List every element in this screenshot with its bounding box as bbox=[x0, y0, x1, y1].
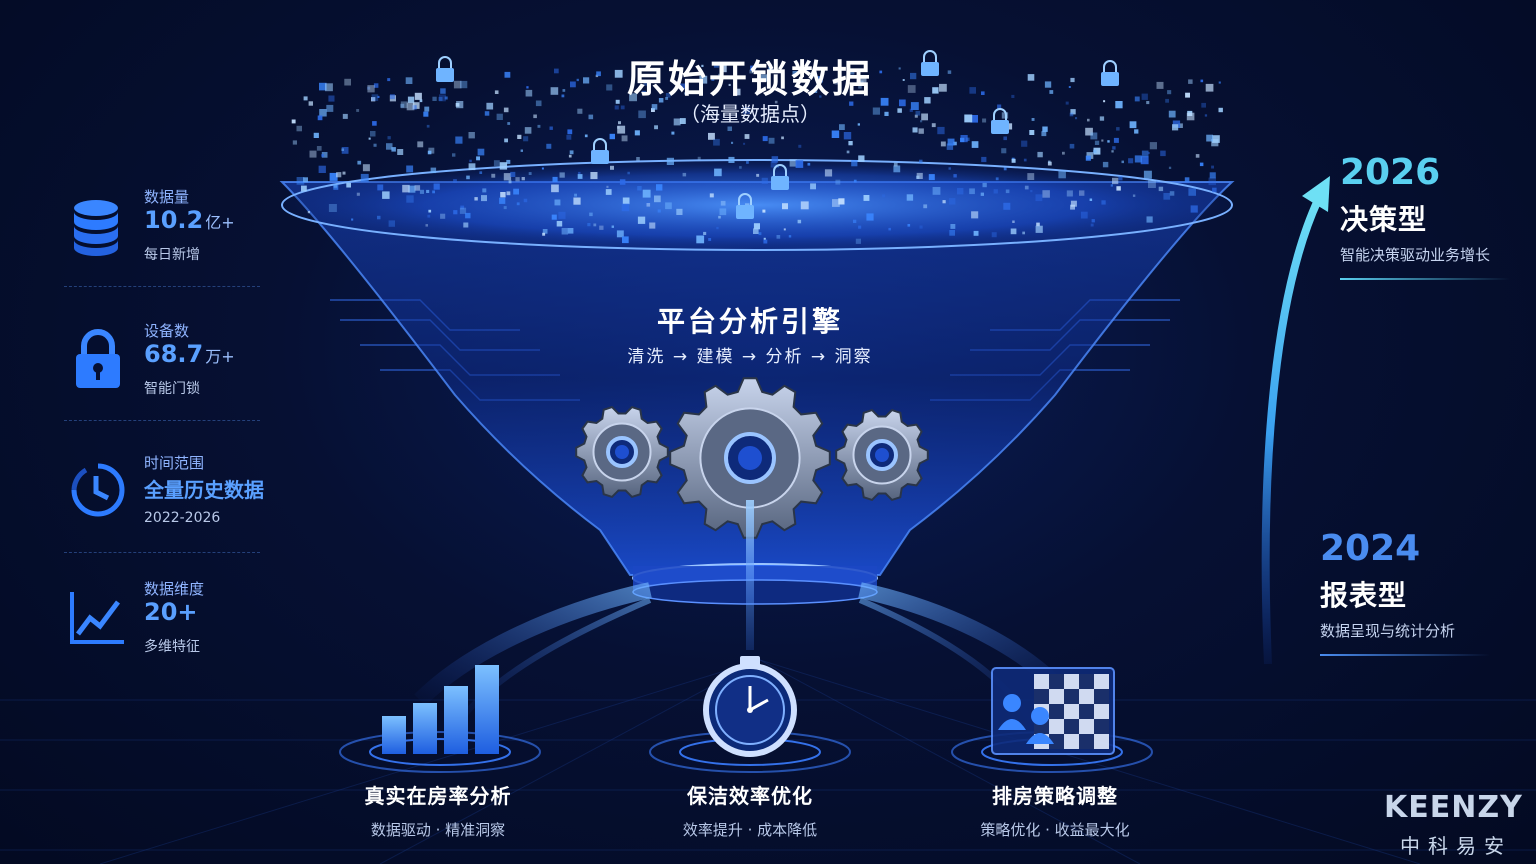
divider bbox=[64, 286, 260, 287]
stat-label: 设备数 bbox=[144, 322, 190, 340]
timeline-type-decision: 决策型 bbox=[1340, 203, 1428, 236]
light-beam bbox=[746, 500, 754, 650]
page-subtitle: （海量数据点） bbox=[680, 102, 820, 126]
timeline-year-2024: 2024 bbox=[1320, 528, 1421, 569]
timeline-type-report: 报表型 bbox=[1320, 579, 1408, 612]
timeline-line bbox=[1320, 654, 1490, 656]
output-title: 排房策略调整 bbox=[992, 784, 1118, 808]
clock-icon bbox=[71, 463, 125, 517]
stat-label: 时间范围 bbox=[144, 454, 205, 472]
lock-icon bbox=[76, 329, 120, 388]
timeline-line bbox=[1340, 278, 1510, 280]
stat-sub: 多维特征 bbox=[144, 639, 200, 655]
stat-label: 数据量 bbox=[144, 188, 190, 206]
page-title: 原始开锁数据 bbox=[626, 57, 873, 101]
data-particles bbox=[291, 50, 1223, 244]
bar-chart-icon bbox=[382, 665, 499, 754]
funnel-mouth bbox=[281, 159, 1233, 251]
output-title: 真实在房率分析 bbox=[364, 784, 512, 808]
output-sub: 效率提升 · 成本降低 bbox=[682, 821, 818, 839]
output-sub: 策略优化 · 收益最大化 bbox=[980, 821, 1130, 839]
logo-chinese: 中科易安 bbox=[1400, 834, 1512, 858]
stat-label: 数据维度 bbox=[144, 580, 205, 598]
stat-time-range: 时间范围 全量历史数据 2022-2026 bbox=[64, 452, 264, 580]
output-title: 保洁效率优化 bbox=[687, 784, 813, 808]
floor-grid bbox=[0, 659, 1536, 864]
gear-left-icon bbox=[575, 405, 669, 499]
divider bbox=[64, 420, 260, 421]
stat-dimensions: 数据维度 20+ 多维特征 bbox=[64, 578, 260, 706]
engine-title: 平台分析引擎 bbox=[656, 305, 843, 338]
output-occupancy: 真实在房率分析 数据驱动 · 精准洞察 bbox=[328, 780, 548, 840]
output-cleaning: 保洁效率优化 效率提升 · 成本降低 bbox=[640, 780, 860, 840]
engine-steps: 清洗 → 建模 → 分析 → 洞察 bbox=[627, 347, 873, 367]
stat-value: 全量历史数据 bbox=[144, 478, 264, 502]
line-chart-icon bbox=[70, 592, 124, 644]
stream-left bbox=[414, 582, 652, 706]
stat-sub: 2022-2026 bbox=[144, 510, 221, 526]
timeline-desc: 数据呈现与统计分析 bbox=[1320, 622, 1456, 640]
gear-center-icon bbox=[669, 377, 831, 539]
stat-sub: 每日新增 bbox=[144, 247, 200, 263]
output-room-strategy: 排房策略调整 策略优化 · 收益最大化 bbox=[945, 780, 1165, 840]
stat-sub: 智能门锁 bbox=[144, 381, 200, 397]
stat-value: 20+ bbox=[144, 598, 198, 626]
timeline-year-2026: 2026 bbox=[1340, 152, 1441, 193]
divider bbox=[64, 552, 260, 553]
logo-wordmark: KEENZY bbox=[1384, 790, 1523, 825]
gear-right-icon bbox=[835, 408, 929, 502]
timeline-desc: 智能决策驱动业务增长 bbox=[1340, 246, 1491, 264]
room-grid-icon bbox=[991, 667, 1115, 755]
output-sub: 数据驱动 · 精准洞察 bbox=[370, 821, 506, 839]
stopwatch-icon bbox=[703, 656, 797, 757]
growth-arrow-icon bbox=[1261, 198, 1322, 665]
database-icon bbox=[74, 200, 118, 256]
